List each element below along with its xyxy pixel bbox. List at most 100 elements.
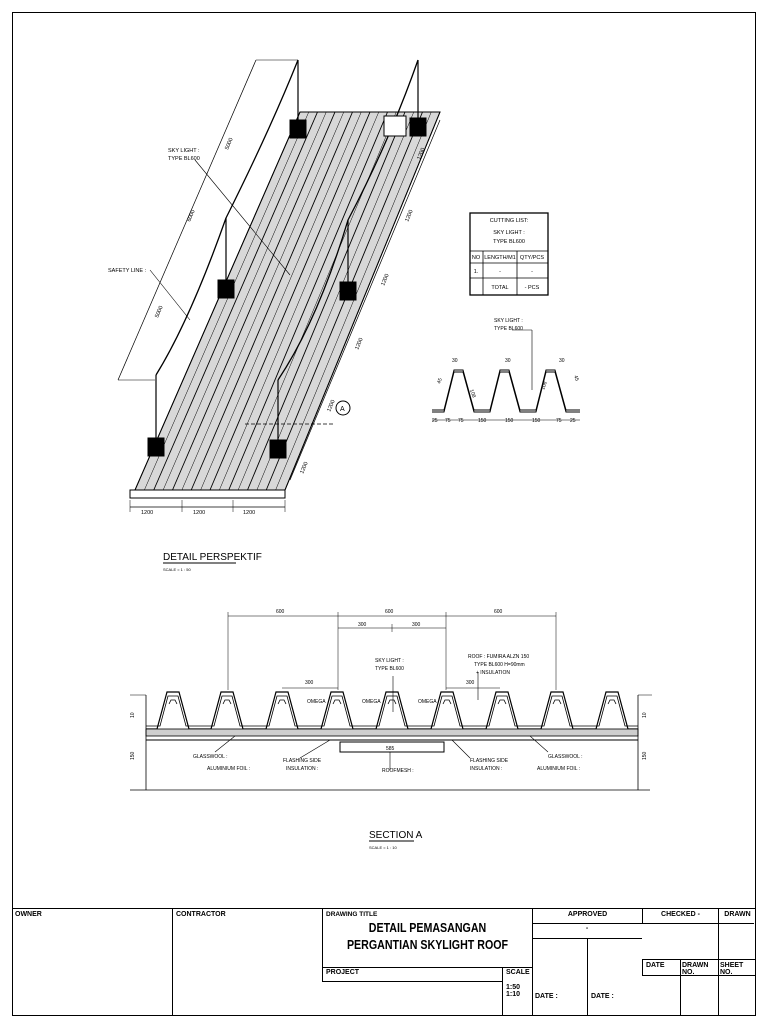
- skylight-panel: [383, 115, 407, 137]
- drawing-sheet-border: [12, 12, 756, 1016]
- side-dim-2: 10: [642, 712, 648, 718]
- dim-right-4: 1200: [326, 399, 336, 413]
- scale-label: SCALE: [506, 969, 530, 976]
- checked-label: CHECKED -: [661, 911, 700, 918]
- drawing-title-line-1: DETAIL PEMASANGAN: [368, 920, 487, 935]
- cutting-list-sub-2: TYPE BL600: [493, 239, 525, 245]
- bracket: [217, 279, 235, 299]
- dim-left-1: 5000: [224, 137, 234, 151]
- omega-clip: [552, 699, 562, 705]
- profile-label-2: TYPE BL600: [494, 326, 523, 332]
- section-title: SECTION A: [369, 830, 423, 841]
- drawing-title-label: DRAWING TITLE: [326, 911, 378, 918]
- glasswool-left: GLASSWOOL :: [193, 754, 228, 760]
- omega-clip: [607, 699, 617, 705]
- approved-label: APPROVED: [567, 911, 608, 918]
- col-qty: QTY/PCS: [520, 255, 544, 261]
- dim-bottom-2: 1200: [193, 510, 205, 516]
- drawn-no-cell: DRAWN NO.: [680, 960, 718, 976]
- dim-left-3: 5000: [154, 305, 164, 319]
- sheet-no-cell: SHEET NO.: [718, 960, 756, 976]
- omega-clip: [222, 699, 232, 705]
- total-label: TOTAL: [491, 285, 508, 291]
- bracket: [289, 119, 307, 139]
- omega-3: OMEGA: [418, 699, 437, 705]
- profile-bottom-1: 25: [432, 418, 438, 424]
- cutting-list-table: [469, 212, 549, 296]
- dim-right-3: 1200: [354, 337, 364, 351]
- row-qty: -: [531, 269, 533, 275]
- roof-rib-line: [134, 111, 301, 491]
- flashing-right-2: INSULATION :: [470, 766, 502, 772]
- date-1-cell: DATE :: [532, 991, 587, 1015]
- side-dim-4: 150: [642, 751, 648, 760]
- safety-line: [155, 59, 299, 376]
- omega-clip: [497, 699, 507, 705]
- profile-top-1: 30: [452, 358, 458, 364]
- col-no: NO: [472, 255, 481, 261]
- scale-value-1: 1:50: [506, 984, 521, 991]
- row-length: -: [499, 269, 501, 275]
- sec-small-2: 300: [466, 680, 475, 686]
- profile-slope-4: 45: [572, 375, 580, 382]
- dim-left-2: 6000: [186, 209, 196, 223]
- flashing-left-1: FLASHING SIDE: [283, 758, 322, 764]
- sec-top-2: 600: [385, 609, 394, 615]
- perspective-view: [117, 59, 441, 512]
- drawing-title-line-2: PERGANTIAN SKYLIGHT ROOF: [346, 937, 509, 952]
- safety-line-label: SAFETY LINE :: [108, 268, 147, 274]
- date-1-label: DATE :: [535, 993, 558, 1000]
- date-2-cell: DATE :: [587, 991, 642, 1015]
- profile-bottom-2: 75: [445, 418, 451, 424]
- omega-clip: [277, 699, 287, 705]
- total-value: - PCS: [525, 285, 540, 291]
- cutting-list-sub-1: SKY LIGHT :: [493, 230, 525, 236]
- roof-rib-line: [247, 111, 406, 491]
- omega-clip: [168, 699, 178, 705]
- glasswool-right: GLASSWOOL :: [548, 754, 583, 760]
- profile-detail: [432, 329, 580, 421]
- col-length: LENGTH/M1: [484, 255, 515, 261]
- flashing-right-1: FLASHING SIDE: [470, 758, 509, 764]
- leader-safety-line: [149, 269, 191, 321]
- omega-1: OMEGA: [307, 699, 326, 705]
- owner-cell: OWNER: [12, 909, 172, 1015]
- drawn-no-label: DRAWN NO.: [682, 962, 709, 976]
- sec-top-3: 600: [494, 609, 503, 615]
- profile-bottom-8: 25: [570, 418, 576, 424]
- roof-rib-line: [275, 111, 432, 491]
- drawing-title-cell: DRAWING TITLE DETAIL PEMASANGAN PERGANTI…: [322, 909, 532, 967]
- roofmesh-label: ROOFMESH :: [382, 768, 414, 774]
- roof-rib-line: [190, 111, 353, 491]
- profile-text: SKY LIGHT : TYPE BL600 30 30 30 45 108 1…: [432, 318, 580, 424]
- profile-bottom-3: 75: [458, 418, 464, 424]
- alufoil-left: ALUMINIUM FOIL :: [207, 766, 250, 772]
- skylight-label-2: TYPE BL600: [168, 156, 200, 162]
- roof-base-eave: [129, 489, 286, 499]
- skylight-label-1: SKY LIGHT :: [168, 148, 200, 154]
- flashing-left-2: INSULATION :: [286, 766, 318, 772]
- cutting-list-text: CUTTING LIST: SKY LIGHT : TYPE BL600 NO …: [472, 218, 545, 291]
- profile-slope-3: 108: [540, 381, 549, 391]
- roof-rib-line: [284, 111, 441, 491]
- dim-right-5: 1200: [299, 461, 309, 475]
- safety-line: [277, 59, 419, 381]
- date-label: DATE: [646, 962, 665, 969]
- title-block: OWNER CONTRACTOR DRAWING TITLE DETAIL PE…: [12, 908, 756, 1016]
- roof-rib-line: [265, 111, 423, 491]
- dim-right-2: 1200: [380, 273, 390, 287]
- omega-clip: [442, 699, 452, 705]
- sec-roof-1: ROOF : FUMIRA ALZN 150: [468, 654, 529, 660]
- date-2-label: DATE :: [591, 993, 614, 1000]
- section-marker-label: A: [340, 406, 345, 413]
- bracket: [147, 437, 165, 457]
- approved-divider: [587, 938, 588, 1015]
- section-text: 600 600 600 300 300 300 300 SKY LIGHT : …: [130, 609, 648, 850]
- drawn-label: DRAWN: [724, 911, 751, 918]
- sec-skylight-1: SKY LIGHT :: [375, 658, 404, 664]
- leader-skylight: [194, 159, 291, 276]
- section-a: [130, 612, 652, 791]
- bracket: [269, 439, 287, 459]
- owner-label: OWNER: [15, 911, 42, 918]
- dim-right-6: 1200: [416, 147, 426, 161]
